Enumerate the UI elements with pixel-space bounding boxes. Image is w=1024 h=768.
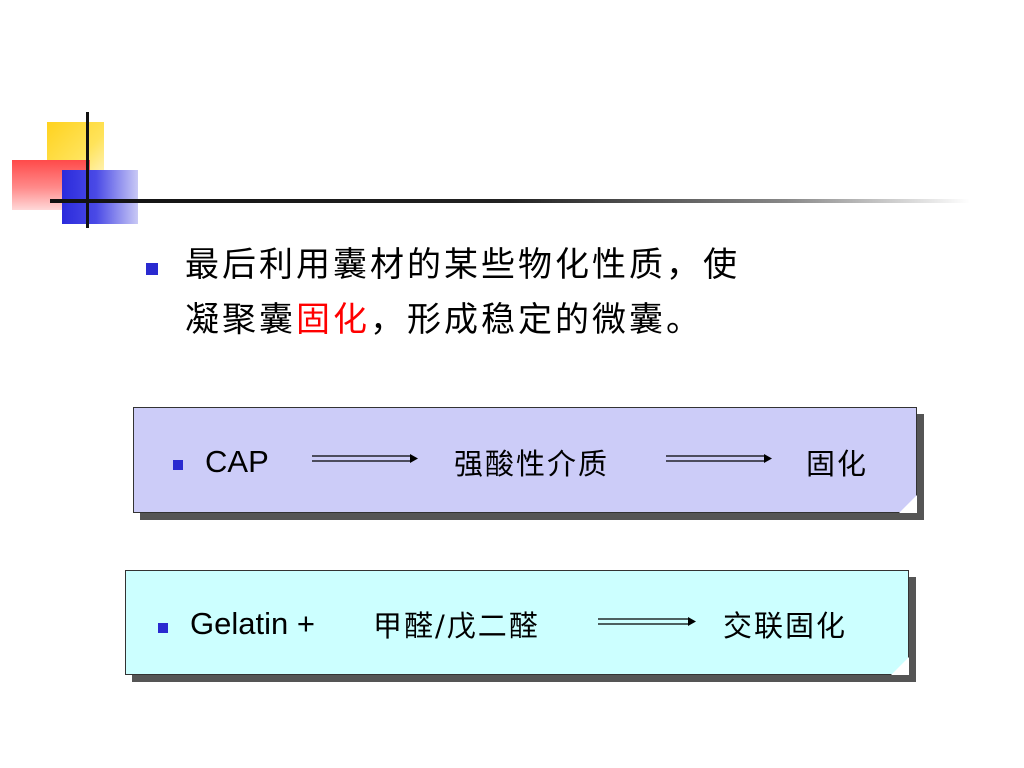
strong-acid-medium-label: 强酸性介质 (454, 447, 610, 481)
square-bullet-icon (146, 263, 158, 275)
cap-label: CAP (205, 444, 269, 479)
folded-corner (899, 495, 917, 513)
gelatin-label: Gelatin + (190, 606, 315, 641)
right-arrow-icon (666, 454, 772, 463)
main-text-line-1-content: 最后利用囊材的某些物化性质，使 (185, 245, 740, 285)
right-arrow-icon (312, 454, 418, 463)
solidify-result-label: 固化 (806, 447, 869, 481)
highlight-text: 固化 (296, 300, 370, 340)
folded-corner (891, 657, 909, 675)
cap-process-box (133, 407, 917, 513)
square-bullet-icon (158, 623, 168, 633)
main-text-line-1: 最后利用囊材的某些物化性质，使 (185, 245, 740, 285)
main-text-line-2-before: 凝聚囊 (185, 300, 296, 340)
crosslinker-label: 甲醛/戊二醛 (373, 609, 540, 643)
gelatin-process-box (125, 570, 909, 675)
decorative-vertical-line (86, 112, 89, 228)
right-arrow-icon (598, 617, 696, 626)
crosslink-solidify-label: 交联固化 (723, 609, 848, 643)
main-text-line-2: 凝聚囊固化，形成稳定的微囊。 (185, 300, 703, 340)
decorative-blue-square (62, 170, 138, 224)
square-bullet-icon (173, 460, 183, 470)
title-divider-line (50, 199, 970, 203)
main-text-line-2-after: ，形成稳定的微囊。 (370, 300, 703, 340)
